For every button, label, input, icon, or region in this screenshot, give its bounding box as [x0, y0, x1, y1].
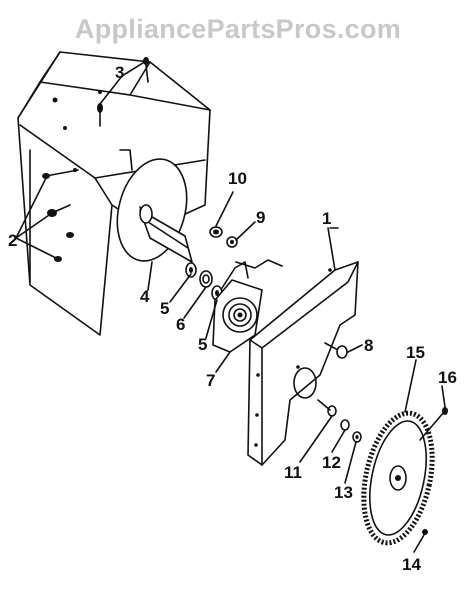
watermark-logo: AppliancePartsPros.com — [74, 14, 402, 44]
callout-2: 2 — [8, 231, 17, 250]
callout-6: 6 — [176, 315, 185, 334]
callout-4: 4 — [140, 287, 150, 306]
callout-5-lower: 5 — [198, 335, 207, 354]
side-panel-1 — [247, 227, 359, 466]
callout-7: 7 — [206, 371, 215, 390]
callout-13: 13 — [334, 483, 353, 502]
screws-14-16 — [419, 407, 448, 535]
callout-8: 8 — [364, 336, 373, 355]
left-housing — [17, 51, 211, 336]
callout-10: 10 — [228, 169, 247, 188]
callout-16: 16 — [438, 368, 457, 387]
callout-3: 3 — [115, 63, 124, 82]
bushings-9-10 — [209, 226, 238, 248]
callout-12: 12 — [322, 453, 341, 472]
callout-15: 15 — [406, 343, 425, 362]
callout-1: 1 — [322, 209, 331, 228]
impeller-disc-4 — [116, 158, 193, 263]
bearing-flange-7 — [212, 259, 283, 353]
callout-11: 11 — [284, 463, 302, 482]
callout-14: 14 — [402, 555, 421, 574]
gear-15 — [361, 410, 435, 546]
leader-lines — [15, 60, 446, 553]
washers-11-13 — [317, 399, 362, 443]
callout-5-upper: 5 — [160, 299, 169, 318]
washers-5-6 — [185, 262, 223, 301]
callout-9: 9 — [256, 208, 265, 227]
stud-8 — [324, 342, 348, 359]
